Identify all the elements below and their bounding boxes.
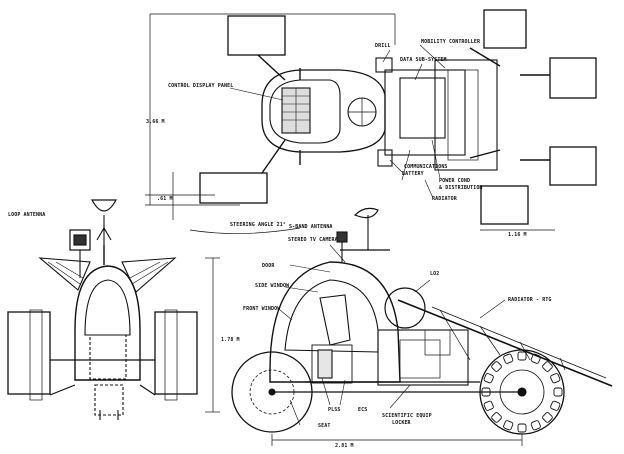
label-sci-equip: SCIENTIFIC EQUIP	[382, 413, 432, 419]
battery-block	[399, 77, 446, 139]
label-dim-width-top: 1.16 M	[508, 232, 527, 238]
panel-details	[282, 88, 310, 133]
plss	[317, 349, 333, 379]
front-left-wheel	[7, 311, 51, 395]
wheel-cleat	[517, 423, 527, 433]
side-window-outline	[284, 279, 379, 353]
wheel-cleat	[530, 420, 541, 431]
communications-unit	[377, 149, 393, 167]
label-dim-small: .61 M	[157, 196, 173, 202]
side-cabin	[269, 261, 401, 383]
wheel-cleat	[553, 387, 563, 397]
label-door: DOOR	[262, 263, 275, 269]
wheel-cleat	[517, 351, 527, 361]
top-left-front-wheel	[227, 15, 286, 56]
front-right-wheel	[154, 311, 198, 395]
steering-angle-arc	[189, 227, 301, 234]
wheel-cleat	[491, 412, 502, 423]
label-ecs: ECS	[358, 407, 368, 413]
top-right-mid-wheel	[549, 57, 597, 99]
front-cabin	[74, 265, 141, 381]
top-view-dimension-lines	[145, 13, 555, 231]
wheel-cleat	[483, 400, 494, 411]
wheel-cleat	[542, 361, 553, 372]
label-plss: PLSS	[328, 407, 341, 413]
label-dim-height-top: 3.66 M	[146, 119, 165, 125]
label-radiator-rtg: RADIATOR - RTG	[508, 297, 552, 303]
top-view-leaders	[229, 44, 446, 199]
wheel-cleat	[550, 373, 561, 384]
front-view	[7, 199, 220, 420]
wheel-cleat	[542, 412, 553, 423]
label-s-band-antenna: S-BAND ANTENNA	[289, 224, 333, 230]
label-distribution: & DISTRIBUTION	[439, 185, 483, 191]
wheel-cleat	[491, 361, 502, 372]
s-band-dish	[353, 207, 379, 219]
label-front-window: FRONT WINDOW	[243, 306, 281, 312]
wheel-cleat	[503, 353, 514, 364]
label-drill: DRILL	[375, 43, 391, 49]
rtg-radiator-panel	[397, 299, 613, 387]
wheel-cleat	[550, 400, 561, 411]
top-view	[145, 9, 597, 234]
cabin-outline	[261, 69, 386, 153]
label-locker: LOCKER	[392, 420, 411, 426]
front-dish-antenna	[90, 199, 118, 212]
label-dim-height-front: 1.78 M	[221, 337, 240, 343]
top-right-rear-wheel-2	[480, 185, 529, 225]
top-right-rear-wheel	[549, 146, 597, 186]
side-view	[231, 207, 613, 446]
side-equipment-box	[377, 329, 469, 386]
label-battery: BATTERY	[402, 171, 424, 177]
front-left-wing	[38, 257, 91, 291]
lo2-tank	[384, 287, 426, 329]
label-steering-angle: STEERING ANGLE 21°	[230, 222, 286, 228]
label-communications: COMMUNICATIONS	[404, 164, 448, 170]
wheel-cleat	[530, 353, 541, 364]
label-dim-length: 2.81 M	[335, 443, 354, 449]
label-data-sub-system: DATA SUB-SYSTEM	[400, 57, 447, 63]
front-right-wing	[121, 257, 177, 293]
label-seat: SEAT	[318, 423, 331, 429]
door-outline	[319, 294, 351, 346]
wheel-cleat	[483, 373, 494, 384]
cabin-inner	[269, 79, 341, 144]
label-control-display-panel: CONTROL DISPLAY PANEL	[168, 83, 234, 89]
label-radiator: RADIATOR	[432, 196, 457, 202]
wheel-cleat	[503, 420, 514, 431]
label-side-window: SIDE WINDOW	[255, 283, 290, 289]
wheel-cleats	[481, 351, 563, 433]
top-left-rear-wheel	[199, 172, 268, 204]
label-lo2: LO2	[430, 271, 440, 277]
radiator-inner	[447, 69, 479, 161]
label-mobility-controller: MOBILITY CONTROLLER	[421, 39, 481, 45]
label-stereo-tv-camera: STEREO TV CAMERA	[288, 237, 338, 243]
radiator-block	[434, 59, 498, 171]
top-right-front-wheel	[483, 9, 527, 49]
front-seat-dashed	[89, 334, 127, 380]
front-window-outline	[84, 279, 131, 336]
equipment-bay	[384, 69, 466, 156]
label-loop-antenna: LOOP ANTENNA	[8, 212, 46, 218]
seat	[311, 344, 353, 384]
drill-unit	[375, 57, 393, 73]
label-power-cond: POWER COND	[439, 178, 471, 184]
side-view-leaders	[279, 244, 506, 426]
